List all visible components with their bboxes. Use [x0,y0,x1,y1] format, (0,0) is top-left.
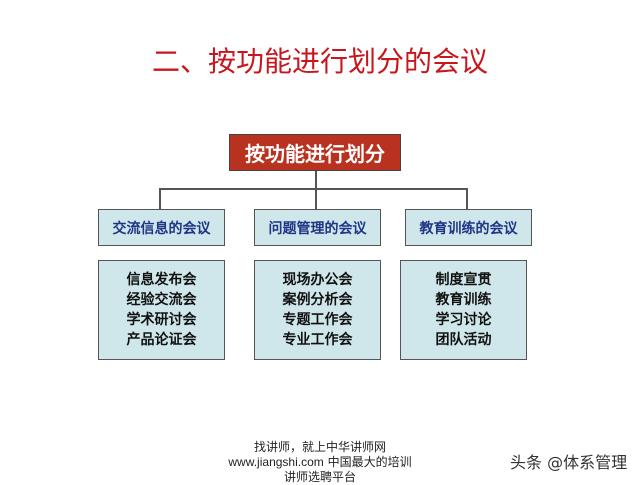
connector-horizontal [159,188,468,190]
list-item: 案例分析会 [282,292,353,308]
footer-line2: 中国最大的培训 [327,455,412,469]
list-item: 团队活动 [435,332,492,348]
category-node: 教育训练的会议 [405,209,532,246]
category-node: 问题管理的会议 [254,209,381,246]
list-item: 产品论证会 [126,332,197,348]
footer-line3: 讲师选聘平台 [283,470,356,484]
list-item: 学术研讨会 [126,312,197,328]
list-item: 经验交流会 [126,292,197,308]
item-list: 信息发布会 经验交流会 学术研讨会 产品论证会 [98,260,225,360]
list-item: 信息发布会 [126,272,197,288]
item-list: 现场办公会 案例分析会 专题工作会 专业工作会 [254,260,381,360]
category-node: 交流信息的会议 [98,209,225,246]
slide-title: 二、按功能进行划分的会议 [151,45,488,78]
list-item: 现场办公会 [282,272,353,288]
list-item: 专题工作会 [282,312,353,328]
footer: 找讲师，就上中华讲师网 www.jiangshi.com 中国最大的培训 讲师选… [190,440,450,485]
footer-line1: 找讲师，就上中华讲师网 [253,440,386,454]
watermark: 头条 @体系管理 [510,453,628,472]
list-item: 专业工作会 [282,332,353,348]
connector-middle [315,188,317,209]
root-node: 按功能进行划分 [229,134,401,171]
connector-root [315,171,317,189]
connector-right [466,188,468,209]
footer-url: www.jiangshi.com [228,455,324,469]
item-list: 制度宣贯 教育训练 学习讨论 团队活动 [400,260,527,360]
list-item: 教育训练 [435,292,492,308]
list-item: 学习讨论 [435,312,492,328]
connector-left [159,188,161,209]
list-item: 制度宣贯 [435,272,492,288]
